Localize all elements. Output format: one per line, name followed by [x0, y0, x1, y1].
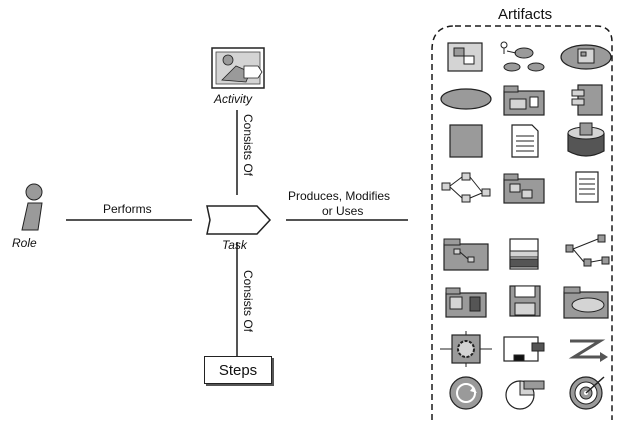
- component-stack-icon: [560, 80, 612, 118]
- activity-label: Activity: [214, 92, 253, 106]
- consists-lower-label: Consists Of: [241, 270, 255, 333]
- floppy-disk-icon: [498, 282, 550, 320]
- subsystem-folder-icon: [498, 80, 550, 118]
- artifacts-container: [431, 25, 613, 420]
- steps-label: Steps: [218, 361, 258, 379]
- window-dialog-icon: [498, 330, 550, 368]
- steps-node: Steps: [204, 356, 272, 384]
- ellipse-model-icon: [440, 80, 492, 118]
- document-icon: [498, 122, 550, 160]
- folder-graph-icon: [440, 234, 492, 272]
- task-icon: [206, 205, 272, 235]
- square-artifact-icon: [440, 122, 492, 160]
- produces-label-line1: Produces, Modifies: [288, 189, 391, 203]
- role-icon: [21, 183, 43, 231]
- design-model-icon: [560, 38, 612, 76]
- package-icon: [498, 168, 550, 206]
- gear-frame-icon: [440, 330, 492, 368]
- network-diagram-icon: [440, 168, 492, 206]
- database-icon: [560, 122, 612, 160]
- printer-icon: [498, 234, 550, 272]
- node-graph-icon: [560, 234, 612, 272]
- performs-label: Performs: [103, 202, 152, 216]
- cycle-icon: [440, 374, 492, 412]
- pie-report-icon: [498, 374, 550, 412]
- role-label: Role: [12, 236, 37, 250]
- consists-upper-label: Consists Of: [241, 114, 255, 177]
- produces-label-line2: or Uses: [322, 204, 364, 218]
- z-arrow-icon: [560, 330, 612, 368]
- model-icon: [440, 38, 492, 76]
- activity-icon: [211, 47, 265, 89]
- artifacts-title: Artifacts: [498, 6, 553, 23]
- target-icon: [560, 374, 612, 412]
- folder-ellipse-icon: [560, 282, 612, 320]
- folder-component-icon: [440, 282, 492, 320]
- use-case-model-icon: [498, 38, 550, 76]
- task-label: Task: [222, 238, 247, 252]
- text-document-icon: [560, 168, 612, 206]
